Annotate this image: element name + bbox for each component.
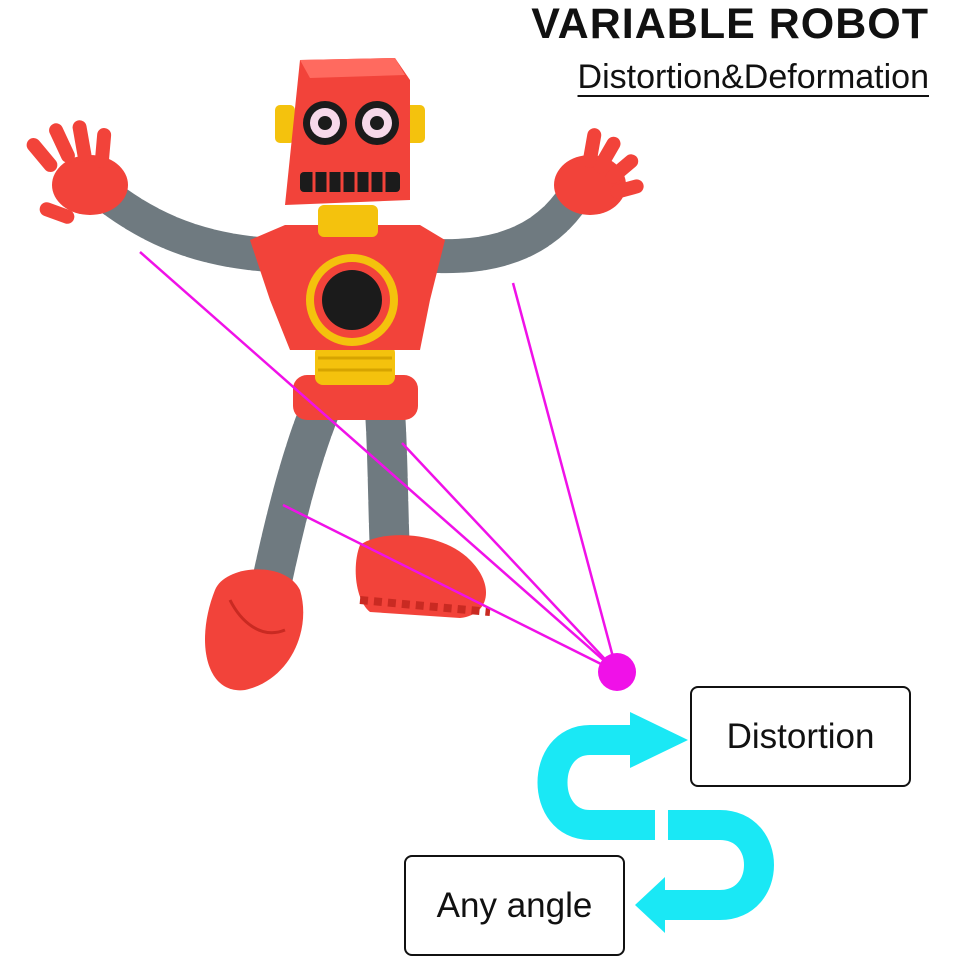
arrow-head-left [635,877,665,933]
left-foot [205,569,304,691]
distortion-label-text: Distortion [726,716,875,756]
any-angle-label: Any angle [404,855,625,956]
right-foot [355,535,491,618]
arrow-head-right [630,712,688,768]
right-arm [403,178,592,274]
any-angle-label-text: Any angle [436,885,593,925]
right-hand [554,128,644,215]
right-leg [365,390,410,575]
magenta-pointer-dot-icon [598,653,636,691]
left-hand [26,120,128,224]
torso [250,225,445,350]
neck [318,205,378,237]
left-leg [250,390,340,610]
left-arm [83,173,287,272]
page-subtitle: Distortion&Deformation [577,58,929,96]
distortion-label: Distortion [690,686,911,787]
robot-head [275,58,425,205]
waist-spring [315,345,395,385]
hip [293,375,418,420]
pointer-lines [139,251,619,674]
page-title: VARIABLE ROBOT [531,0,929,48]
cyan-s-curve-arrow-icon [537,725,774,920]
